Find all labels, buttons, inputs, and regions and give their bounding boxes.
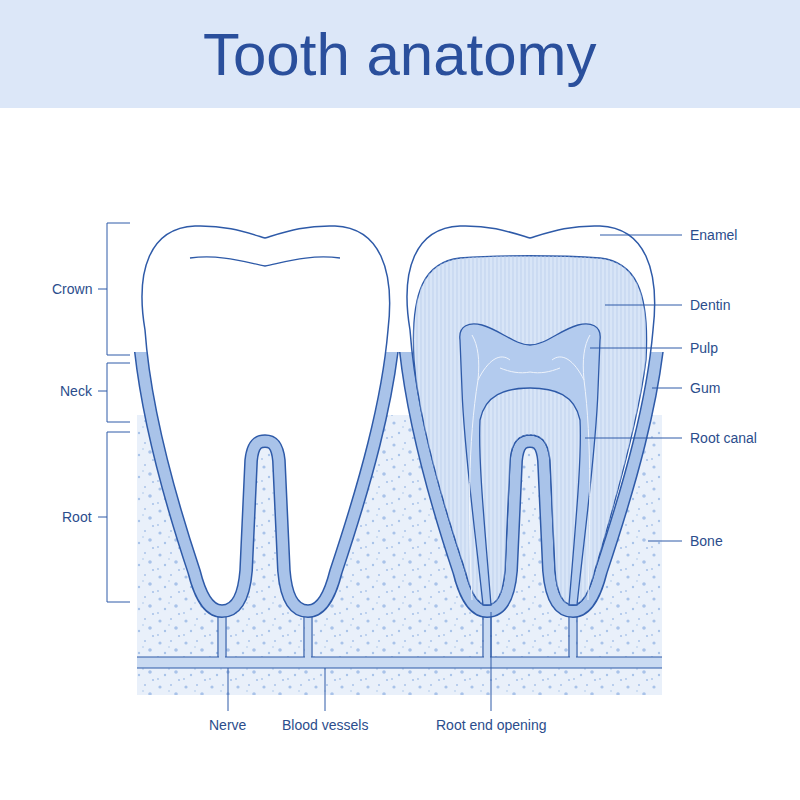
part-label: Gum bbox=[690, 380, 720, 397]
part-label: Blood vessels bbox=[282, 717, 368, 734]
right-tooth bbox=[407, 226, 655, 605]
dentin bbox=[413, 256, 646, 605]
diagram-title: Tooth anatomy bbox=[203, 22, 597, 88]
part-label: Root canal bbox=[690, 430, 757, 447]
part-label: Pulp bbox=[690, 340, 718, 357]
gum bbox=[142, 352, 655, 605]
part-label: Root end opening bbox=[436, 717, 547, 734]
dentin-tubules bbox=[413, 256, 646, 605]
part-label: Dentin bbox=[690, 297, 730, 314]
title-band bbox=[0, 0, 800, 108]
part-label: Neck bbox=[60, 383, 92, 400]
leader-lines bbox=[228, 235, 682, 711]
pulp-vessels bbox=[470, 335, 590, 600]
part-label: Crown bbox=[52, 281, 92, 298]
part-label: Nerve bbox=[209, 717, 246, 734]
part-label: Enamel bbox=[690, 227, 737, 244]
pulp bbox=[460, 324, 600, 605]
part-label: Bone bbox=[690, 533, 723, 550]
left-tooth bbox=[142, 226, 390, 605]
brackets bbox=[98, 223, 130, 602]
part-label: Root bbox=[62, 509, 92, 526]
